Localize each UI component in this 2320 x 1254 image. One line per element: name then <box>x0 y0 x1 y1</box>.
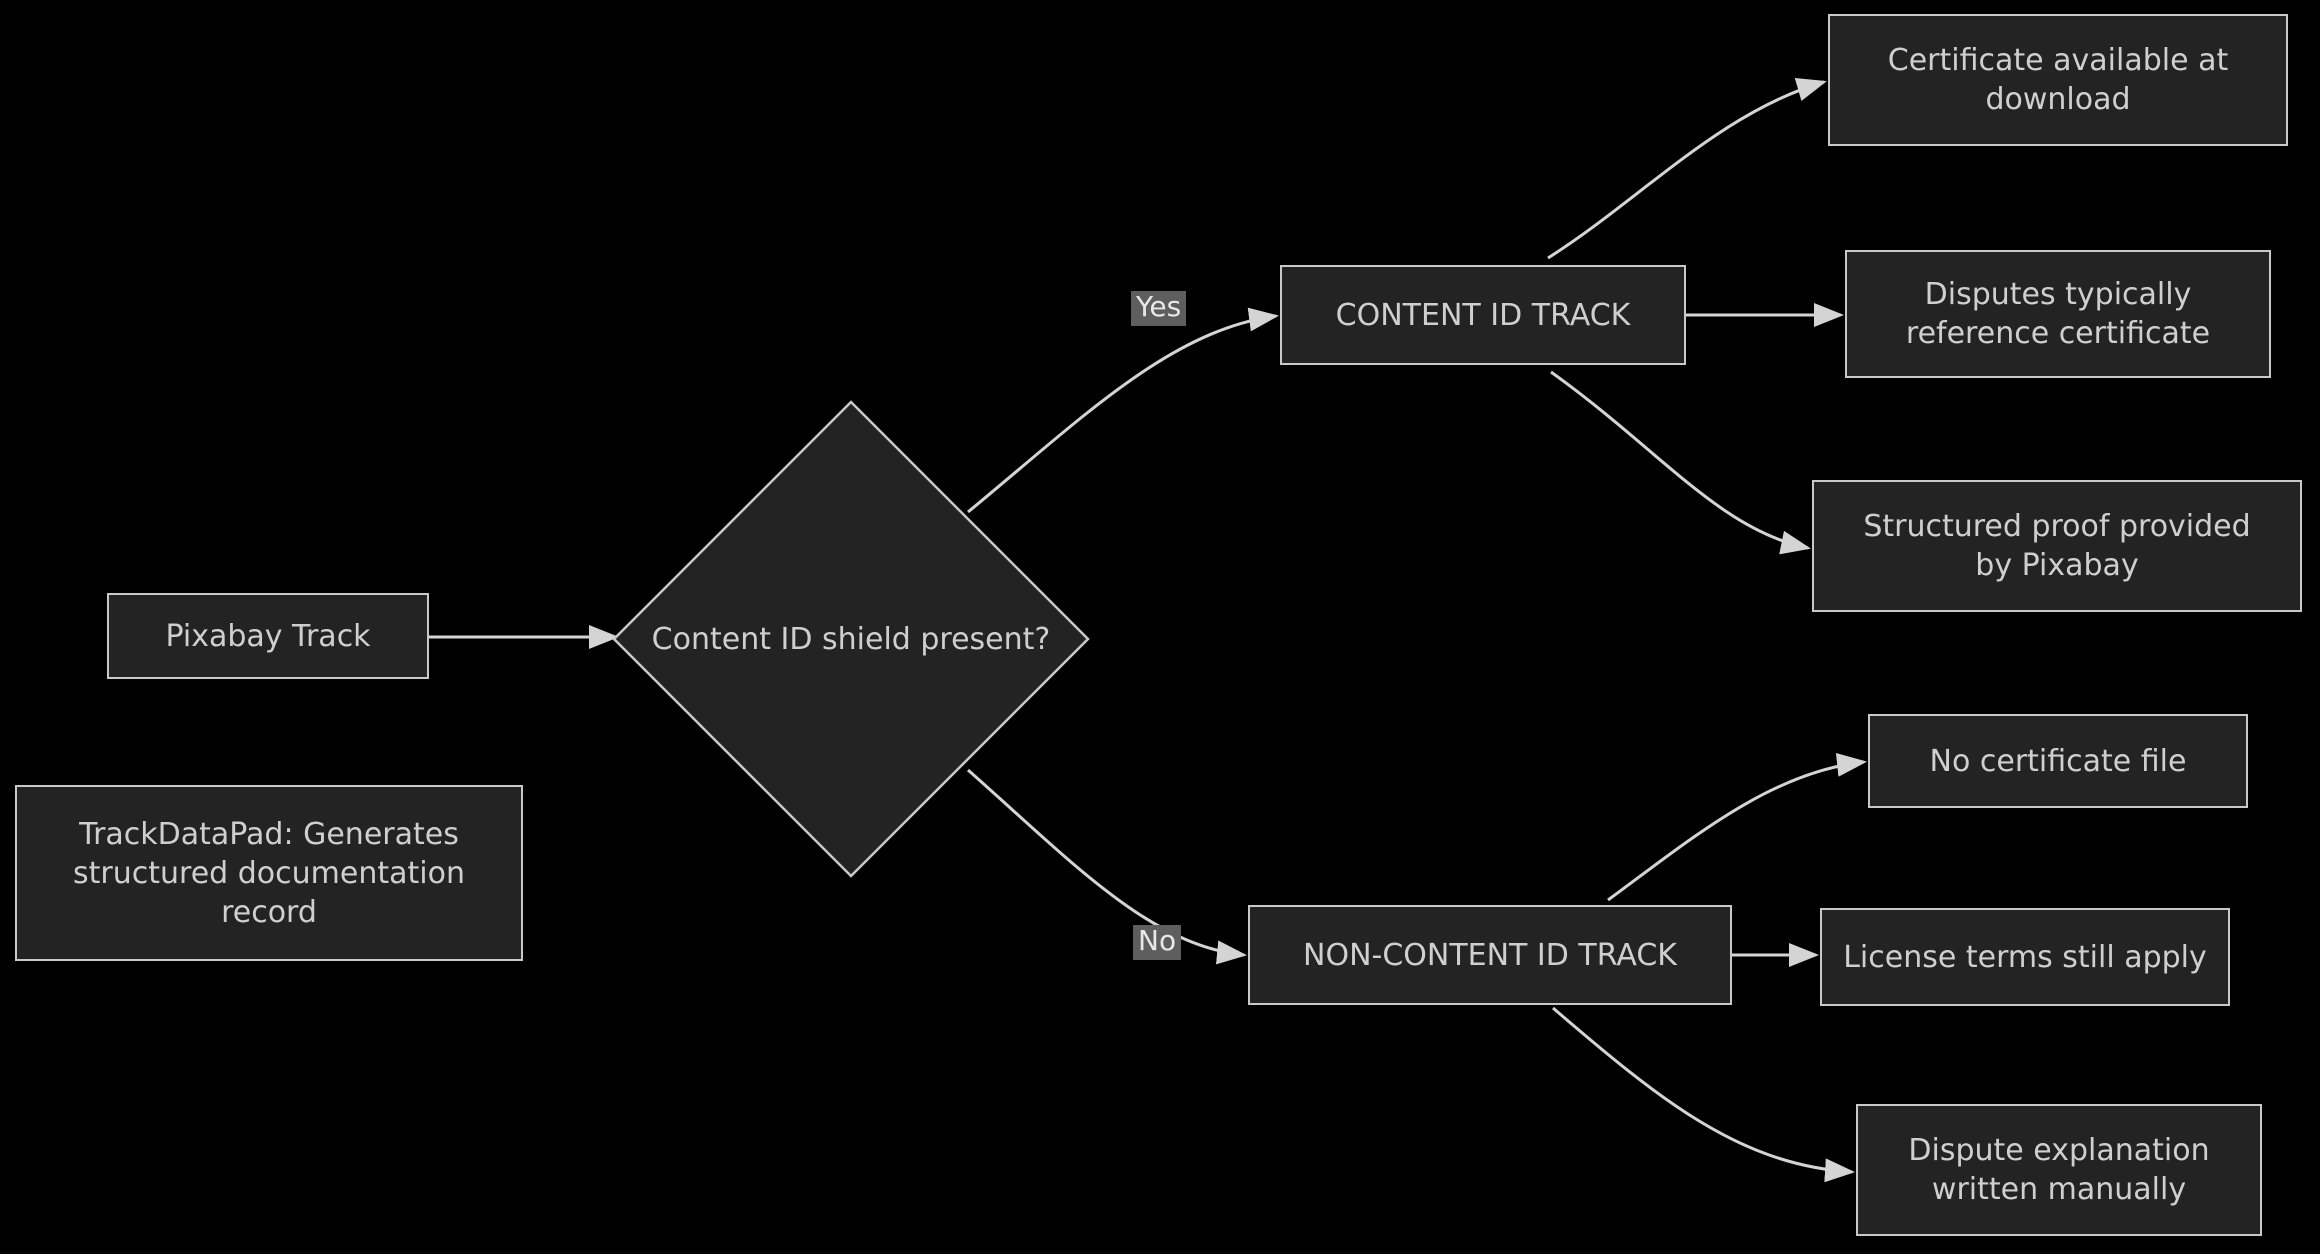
node-license-terms[interactable]: License terms still apply <box>1820 908 2230 1006</box>
node-dispute-explanation[interactable]: Dispute explanation written manually <box>1856 1104 2262 1236</box>
node-structured-proof[interactable]: Structured proof provided by Pixabay <box>1812 480 2302 612</box>
node-disputes-reference[interactable]: Disputes typically reference certificate <box>1845 250 2271 378</box>
label-no: No <box>1133 925 1182 960</box>
node-decision[interactable]: Content ID shield present? <box>612 400 1090 878</box>
node-label-certificate-download: Certificate available at download <box>1887 43 2229 117</box>
edge-content-id-track-to-structured-proof <box>1550 370 1811 555</box>
node-label-license-terms: License terms still apply <box>1843 939 2207 975</box>
node-content-id-track[interactable]: CONTENT ID TRACK <box>1280 265 1686 365</box>
node-no-certificate-file[interactable]: No certificate file <box>1868 714 2248 808</box>
node-label-no-certificate-file: No certificate file <box>1929 743 2187 779</box>
label-yes: Yes <box>1131 291 1187 326</box>
node-certificate-download[interactable]: Certificate available at download <box>1828 14 2288 146</box>
edge-content-id-track-to-certificate-download <box>1547 77 1827 260</box>
edge-non-content-id-track-to-dispute-explanation <box>1552 1006 1855 1183</box>
node-label-content-id-track: CONTENT ID TRACK <box>1335 297 1631 333</box>
diamond-shape <box>612 400 1090 878</box>
node-non-content-id-track[interactable]: NON-CONTENT ID TRACK <box>1248 905 1732 1005</box>
node-label-pixabay-track: Pixabay Track <box>165 618 371 654</box>
node-label-non-content-id-track: NON-CONTENT ID TRACK <box>1303 937 1677 973</box>
node-label-trackdatapad: TrackDataPad: Generates structured docum… <box>73 816 465 930</box>
node-trackdatapad[interactable]: TrackDataPad: Generates structured docum… <box>15 785 523 961</box>
node-label-structured-proof: Structured proof provided by Pixabay <box>1863 509 2251 583</box>
node-pixabay-track[interactable]: Pixabay Track <box>107 593 429 679</box>
node-label-dispute-explanation: Dispute explanation written manually <box>1908 1133 2210 1207</box>
node-label-disputes-reference: Disputes typically reference certificate <box>1905 277 2211 351</box>
edge-non-content-id-track-to-no-certificate-file <box>1607 752 1867 902</box>
